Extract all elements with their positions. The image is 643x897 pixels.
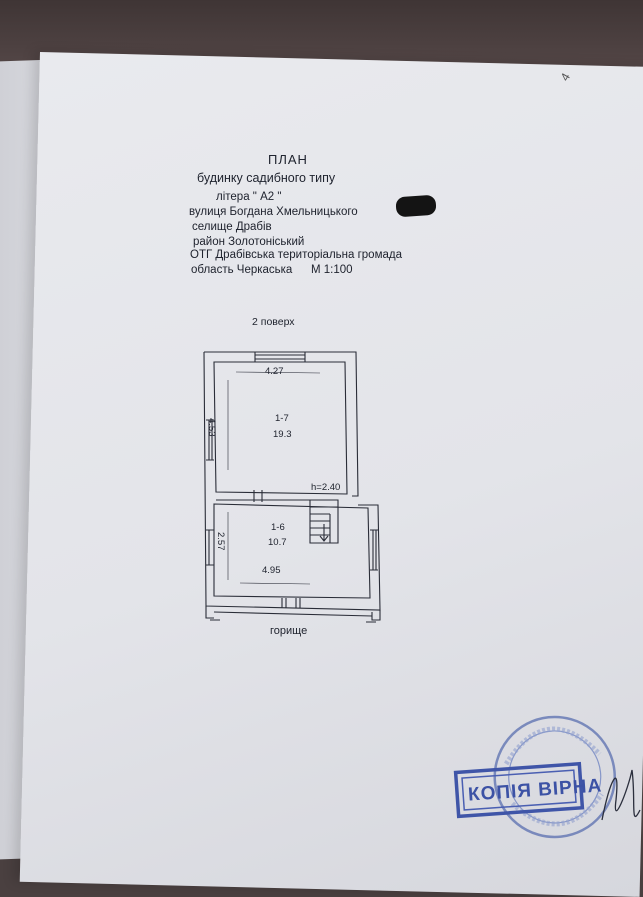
- lower-room-width: 4.95: [262, 565, 281, 576]
- ceiling-height: h=2.40: [311, 482, 341, 493]
- lower-room-id: 1-6: [271, 522, 285, 533]
- upper-room-width: 4.27: [265, 366, 284, 377]
- document-title: ПЛАН: [268, 152, 308, 167]
- floor-plan: [203, 351, 381, 623]
- letter-line: літера " А2 ": [216, 191, 282, 203]
- certification-stamp: [453, 715, 641, 839]
- community-line: ОТГ Драбівська територіальна громада: [190, 249, 402, 261]
- upper-room-id: 1-7: [275, 413, 289, 424]
- street-line: вулиця Богдана Хмельницького: [189, 206, 358, 218]
- upper-room-area: 19.3: [273, 429, 292, 440]
- lower-room-area: 10.7: [268, 537, 287, 548]
- scale-label: М 1:100: [311, 264, 353, 276]
- attic-label: горище: [270, 625, 308, 637]
- floor-label: 2 поверх: [252, 316, 295, 328]
- document-subtitle: будинку садибного типу: [197, 171, 336, 185]
- district-line: район Золотоніський: [193, 236, 305, 248]
- region-line: область Черкаська: [191, 264, 293, 276]
- village-line: селище Драбів: [192, 221, 272, 233]
